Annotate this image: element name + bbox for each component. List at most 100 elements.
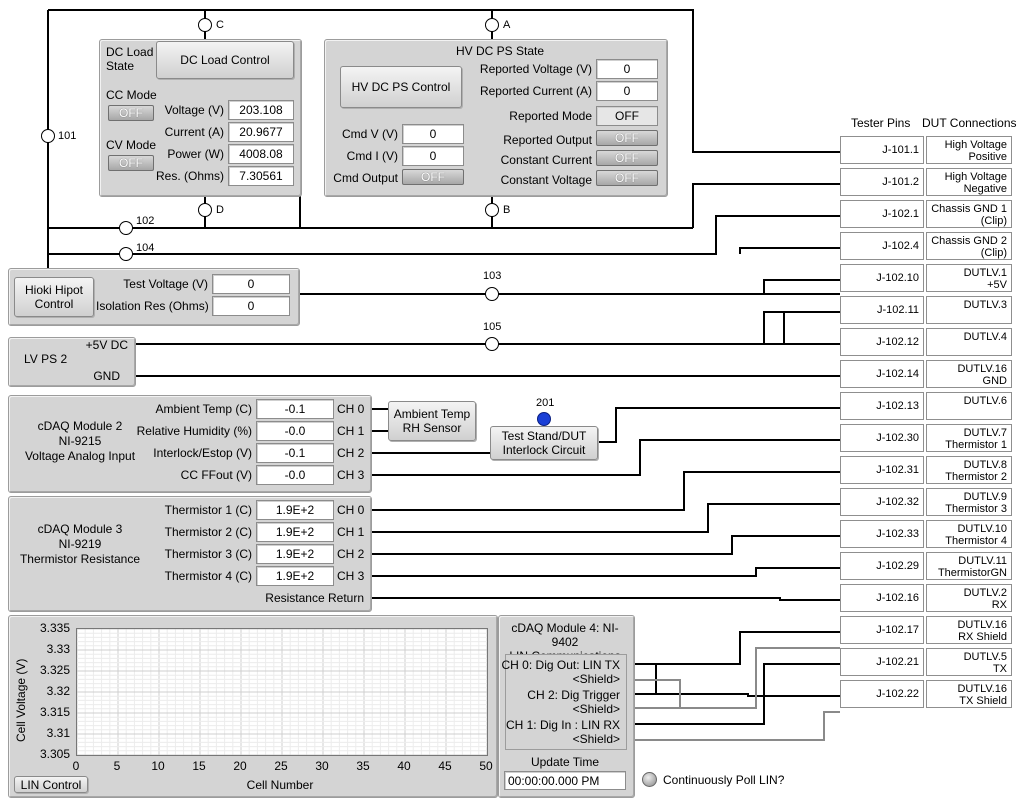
tester-pin-cell: J-102.16 xyxy=(840,584,924,612)
x-tick-label: 0 xyxy=(72,759,80,773)
cdaq4-channel-box xyxy=(505,654,627,750)
lin-plot-area xyxy=(76,628,488,756)
cmd-output-toggle[interactable]: OFF xyxy=(402,169,464,185)
y-tick-label: 3.32 xyxy=(46,684,70,698)
node-105-label: 105 xyxy=(483,321,502,333)
node-101 xyxy=(41,129,55,143)
x-tick-label: 35 xyxy=(356,759,370,773)
ambient-temp-rh-sensor-button[interactable]: Ambient Temp RH Sensor xyxy=(388,401,476,441)
reported-mode-label: Reported Mode xyxy=(509,109,592,123)
dut-connection-cell: High Voltage Positive xyxy=(926,136,1012,164)
dc-res-value: 7.30561 xyxy=(228,166,294,186)
node-105 xyxy=(485,337,499,351)
node-d xyxy=(198,203,212,217)
hv-ps-control-button[interactable]: HV DC PS Control xyxy=(340,66,462,108)
y-tick-label: 3.33 xyxy=(46,642,70,656)
tester-pin-cell: J-102.13 xyxy=(840,392,924,420)
continuously-poll-lin-toggle[interactable] xyxy=(642,772,657,787)
tester-pin-cell: J-102.4 xyxy=(840,232,924,260)
constant-voltage-label: Constant Voltage xyxy=(500,173,592,187)
cdaq2-ch3-label: CH 3 xyxy=(337,468,365,482)
dut-connection-cell: DUTLV.3 xyxy=(926,296,1012,324)
x-tick-label: 10 xyxy=(151,759,165,773)
cmd-output-label: Cmd Output xyxy=(333,171,398,185)
tester-pin-cell: J-101.2 xyxy=(840,168,924,196)
dc-current-label: Current (A) xyxy=(164,125,224,139)
dc-voltage-label: Voltage (V) xyxy=(164,103,224,117)
lin-control-button[interactable]: LIN Control xyxy=(14,776,88,793)
hioki-hipot-control-button[interactable]: Hioki Hipot Control xyxy=(14,277,94,317)
x-tick-label: 20 xyxy=(233,759,247,773)
dut-connection-cell: Chassis GND 1 (Clip) xyxy=(926,200,1012,228)
node-102-label: 102 xyxy=(136,215,155,227)
dut-connection-cell: DUTLV.6 xyxy=(926,392,1012,420)
y-tick-label: 3.315 xyxy=(39,705,70,719)
constant-current-label: Constant Current xyxy=(500,153,592,167)
isolation-res-label: Isolation Res (Ohms) xyxy=(96,299,209,313)
test-voltage-label: Test Voltage (V) xyxy=(123,277,208,291)
tester-pin-cell: J-102.32 xyxy=(840,488,924,516)
cc-ffout-value: -0.0 xyxy=(256,465,334,485)
humidity-value: -0.0 xyxy=(256,421,334,441)
x-tick-label: 25 xyxy=(274,759,288,773)
lin-y-axis-label: Cell Voltage (V) xyxy=(14,658,28,742)
node-d-label: D xyxy=(216,204,224,216)
thermistor2-label: Thermistor 2 (C) xyxy=(164,525,252,539)
thermistor4-value: 1.9E+2 xyxy=(256,566,334,586)
dut-connection-cell: DUTLV.11 ThermistorGN xyxy=(926,552,1012,580)
cdaq3-ch1-label: CH 1 xyxy=(337,525,365,539)
thermistor2-value: 1.9E+2 xyxy=(256,522,334,542)
cdaq3-ch2-label: CH 2 xyxy=(337,547,365,561)
cv-mode-toggle[interactable]: OFF xyxy=(108,155,154,171)
cdaq2-ch2-label: CH 2 xyxy=(337,446,365,460)
node-101-label: 101 xyxy=(58,130,77,142)
cmd-i-input[interactable]: 0 xyxy=(402,146,464,166)
reported-output-indicator: OFF xyxy=(596,130,658,146)
node-c-label: C xyxy=(216,19,224,31)
tester-pin-cell: J-102.22 xyxy=(840,680,924,708)
dc-load-state-label: DC Load State xyxy=(106,45,154,73)
reported-output-label: Reported Output xyxy=(503,133,592,147)
cmd-v-input[interactable]: 0 xyxy=(402,124,464,144)
y-tick-label: 3.31 xyxy=(46,726,70,740)
tester-pin-cell: J-102.11 xyxy=(840,296,924,324)
lin-x-axis-label: Cell Number xyxy=(246,778,314,792)
tester-pin-cell: J-101.1 xyxy=(840,136,924,164)
node-b-label: B xyxy=(503,204,511,216)
interlock-circuit-button[interactable]: Test Stand/DUT Interlock Circuit xyxy=(490,426,598,460)
node-201-label: 201 xyxy=(536,397,555,409)
thermistor1-value: 1.9E+2 xyxy=(256,500,334,520)
dut-connection-cell: High Voltage Negative xyxy=(926,168,1012,196)
dc-load-control-button[interactable]: DC Load Control xyxy=(156,41,294,79)
tester-pin-cell: J-102.12 xyxy=(840,328,924,356)
cc-mode-label: CC Mode xyxy=(106,88,157,102)
reported-mode-value: OFF xyxy=(596,106,658,126)
dc-voltage-value: 203.108 xyxy=(228,100,294,120)
reported-current-value: 0 xyxy=(596,81,658,101)
tester-pin-cell: J-102.31 xyxy=(840,456,924,484)
resistance-return-label: Resistance Return xyxy=(265,591,364,605)
dc-power-value: 4008.08 xyxy=(228,144,294,164)
lin-plot-grid xyxy=(76,628,488,756)
y-tick-label: 3.305 xyxy=(39,747,70,761)
cdaq2-ch0-label: CH 0 xyxy=(337,402,365,416)
cdaq2-ch1-label: CH 1 xyxy=(337,424,365,438)
node-a-label: A xyxy=(503,19,511,31)
dc-res-label: Res. (Ohms) xyxy=(155,169,224,183)
cmd-i-label: Cmd I (V) xyxy=(346,149,398,163)
cdaq4-ch2-label: CH 2: Dig Trigger <Shield> xyxy=(527,688,620,716)
cc-mode-toggle[interactable]: OFF xyxy=(108,105,154,121)
tester-pin-cell: J-102.17 xyxy=(840,616,924,644)
node-102 xyxy=(119,221,133,235)
node-104-label: 104 xyxy=(136,242,155,254)
tester-pin-cell: J-102.29 xyxy=(840,552,924,580)
node-104 xyxy=(119,247,133,261)
dc-power-label: Power (W) xyxy=(167,147,224,161)
tester-pin-cell: J-102.33 xyxy=(840,520,924,548)
interlock-estop-value: -0.1 xyxy=(256,443,334,463)
dut-connection-cell: DUTLV.2 RX xyxy=(926,584,1012,612)
cdaq3-ch0-label: CH 0 xyxy=(337,503,365,517)
ambient-temp-value: -0.1 xyxy=(256,399,334,419)
x-tick-label: 30 xyxy=(315,759,329,773)
dut-connection-cell: DUTLV.8 Thermistor 2 xyxy=(926,456,1012,484)
